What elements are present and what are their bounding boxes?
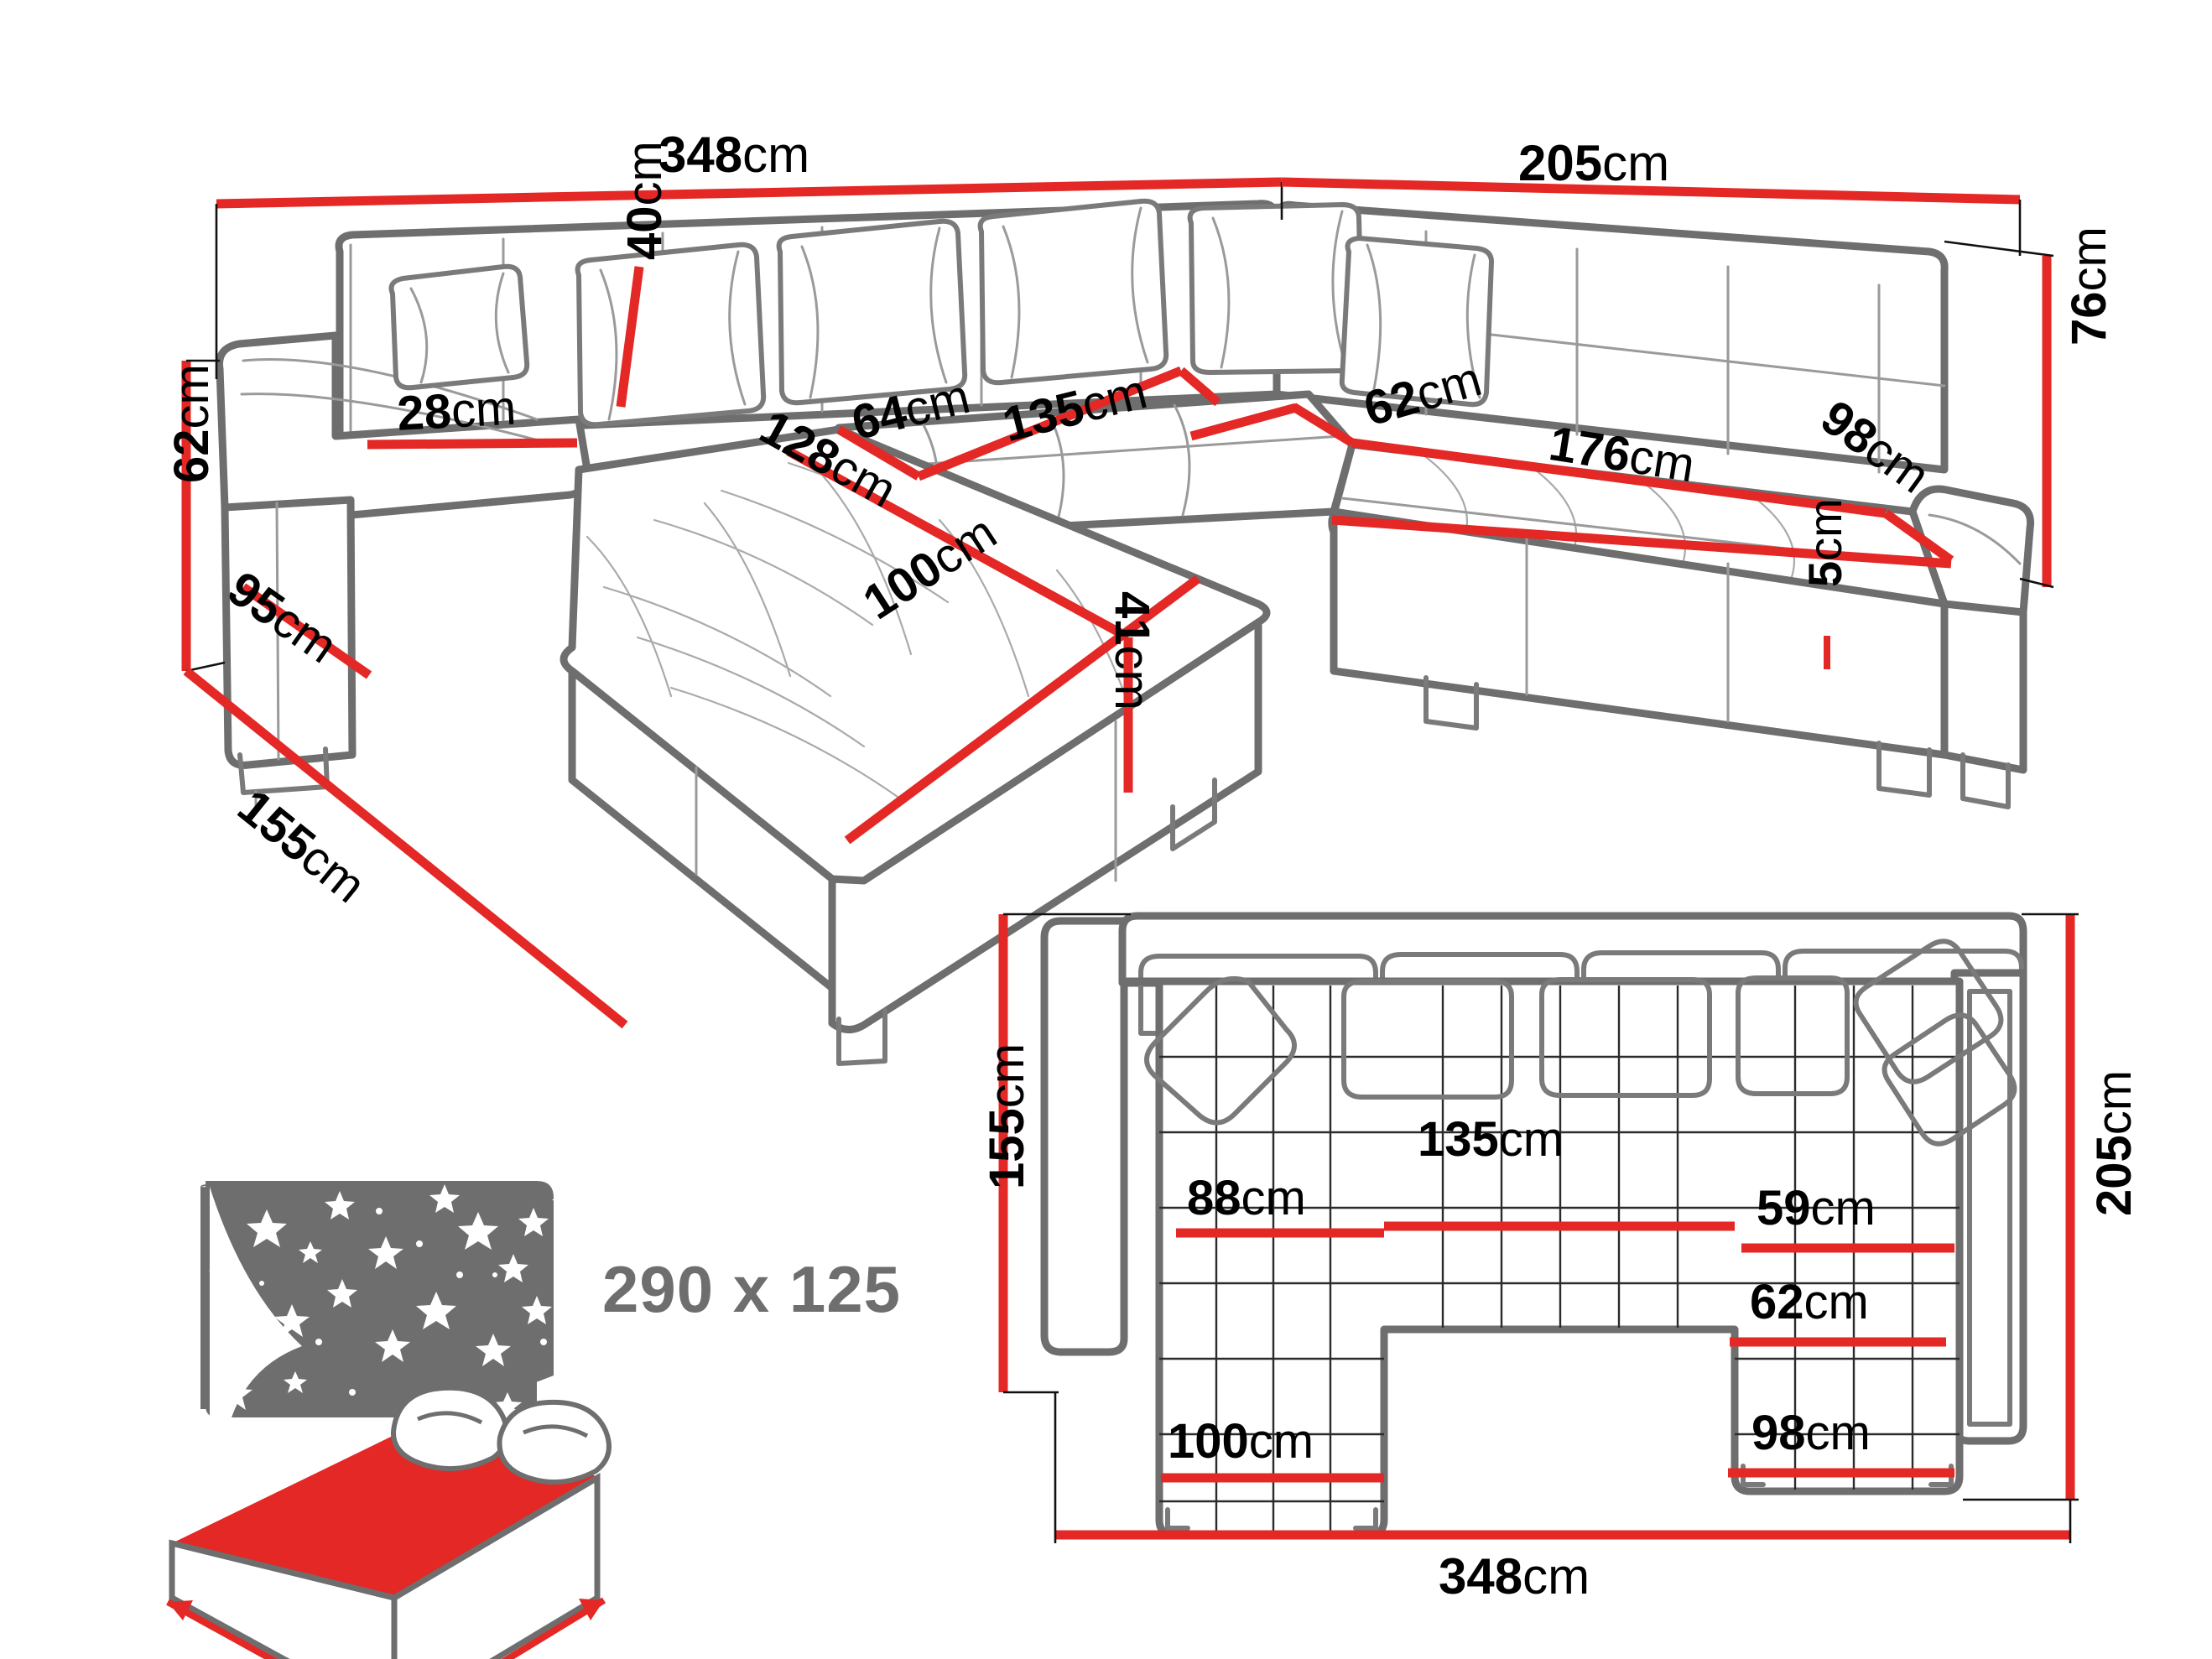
dim-top-right-lower-module-width: 98cm [1751,1406,1871,1460]
perspective-dimension-lines [181,177,2054,1029]
topview-backrest-band [1118,912,2027,1036]
dim-top-overall-width: 348cm [1439,1548,1590,1604]
dim-overall-width-back-right: 205cm [1518,135,1670,191]
dim-top-right-mid-module-width: 62cm [1750,1275,1869,1329]
dim-top-left-chaise-width: 100cm [1168,1414,1314,1469]
sofa-right-armrest [1908,485,2035,809]
back-cushion-left [388,263,530,391]
dim-top-center-module-width: 135cm [1418,1112,1564,1167]
chaise-seat-surface [560,425,1271,889]
dim-top-left-module-width: 88cm [1187,1171,1306,1225]
sofa-left-armrest [216,331,592,809]
back-cushion-right [1339,236,1494,408]
chaise-front-block [828,618,1262,1066]
topview-dimension-lines [998,913,2079,1543]
topview-seat-surface [1120,977,1964,1539]
sleeping-area-size-label: 290 x 125 [602,1252,902,1326]
chaise-left-face [568,667,836,992]
dim-overall-width-back-left: 348cm [658,127,810,183]
topview-loose-cushions [1144,939,2017,1147]
dim-top-right-upper-module-width: 59cm [1757,1181,1876,1235]
topview-left-arm [1040,917,1128,1356]
starry-night-panel-icon [0,0,575,1418]
mattress-icon [166,1385,612,1659]
dim-top-left-depth: 155cm [980,1043,1034,1189]
dim-top-right-depth: 205cm [2087,1069,2142,1216]
